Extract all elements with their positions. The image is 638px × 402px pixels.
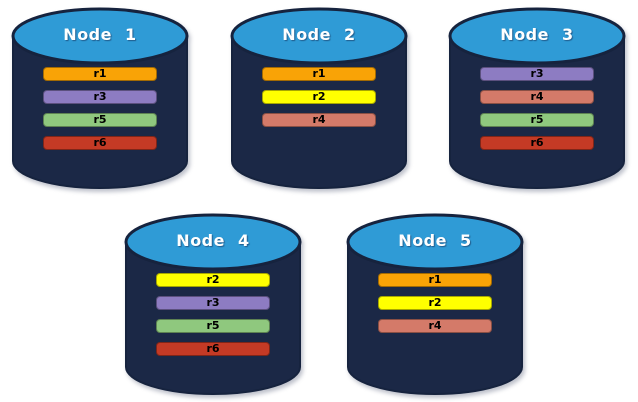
replica-row-badge: r2 xyxy=(378,296,492,310)
replica-row-badge: r4 xyxy=(262,113,376,127)
database-node-2: Node 2 r1 r2 r4 xyxy=(229,5,409,195)
replica-row-badge: r2 xyxy=(262,90,376,104)
replica-row-badge: r1 xyxy=(262,67,376,81)
database-node-4: Node 4 r2 r3 r5 r6 xyxy=(123,211,303,401)
replica-row-badge: r1 xyxy=(378,273,492,287)
replica-row-badge: r5 xyxy=(156,319,270,333)
node-title: Node 5 xyxy=(398,231,472,250)
node-title: Node 1 xyxy=(63,25,137,44)
replica-row-badge: r5 xyxy=(480,113,594,127)
replica-row-badge: r6 xyxy=(480,136,594,150)
replica-row-badge: r6 xyxy=(43,136,157,150)
node-title: Node 4 xyxy=(176,231,250,250)
replica-row-badge: r6 xyxy=(156,342,270,356)
replica-row-badge: r3 xyxy=(156,296,270,310)
replica-row-badge: r5 xyxy=(43,113,157,127)
replica-row-badge: r3 xyxy=(43,90,157,104)
database-node-3: Node 3 r3 r4 r5 r6 xyxy=(447,5,627,195)
replica-row-badge: r4 xyxy=(480,90,594,104)
replica-row-badge: r2 xyxy=(156,273,270,287)
replica-row-badge: r1 xyxy=(43,67,157,81)
node-title: Node 2 xyxy=(282,25,356,44)
database-node-1: Node 1 r1 r3 r5 r6 xyxy=(10,5,190,195)
node-title: Node 3 xyxy=(500,25,574,44)
database-node-5: Node 5 r1 r2 r4 xyxy=(345,211,525,401)
replica-row-badge: r3 xyxy=(480,67,594,81)
replica-row-badge: r4 xyxy=(378,319,492,333)
